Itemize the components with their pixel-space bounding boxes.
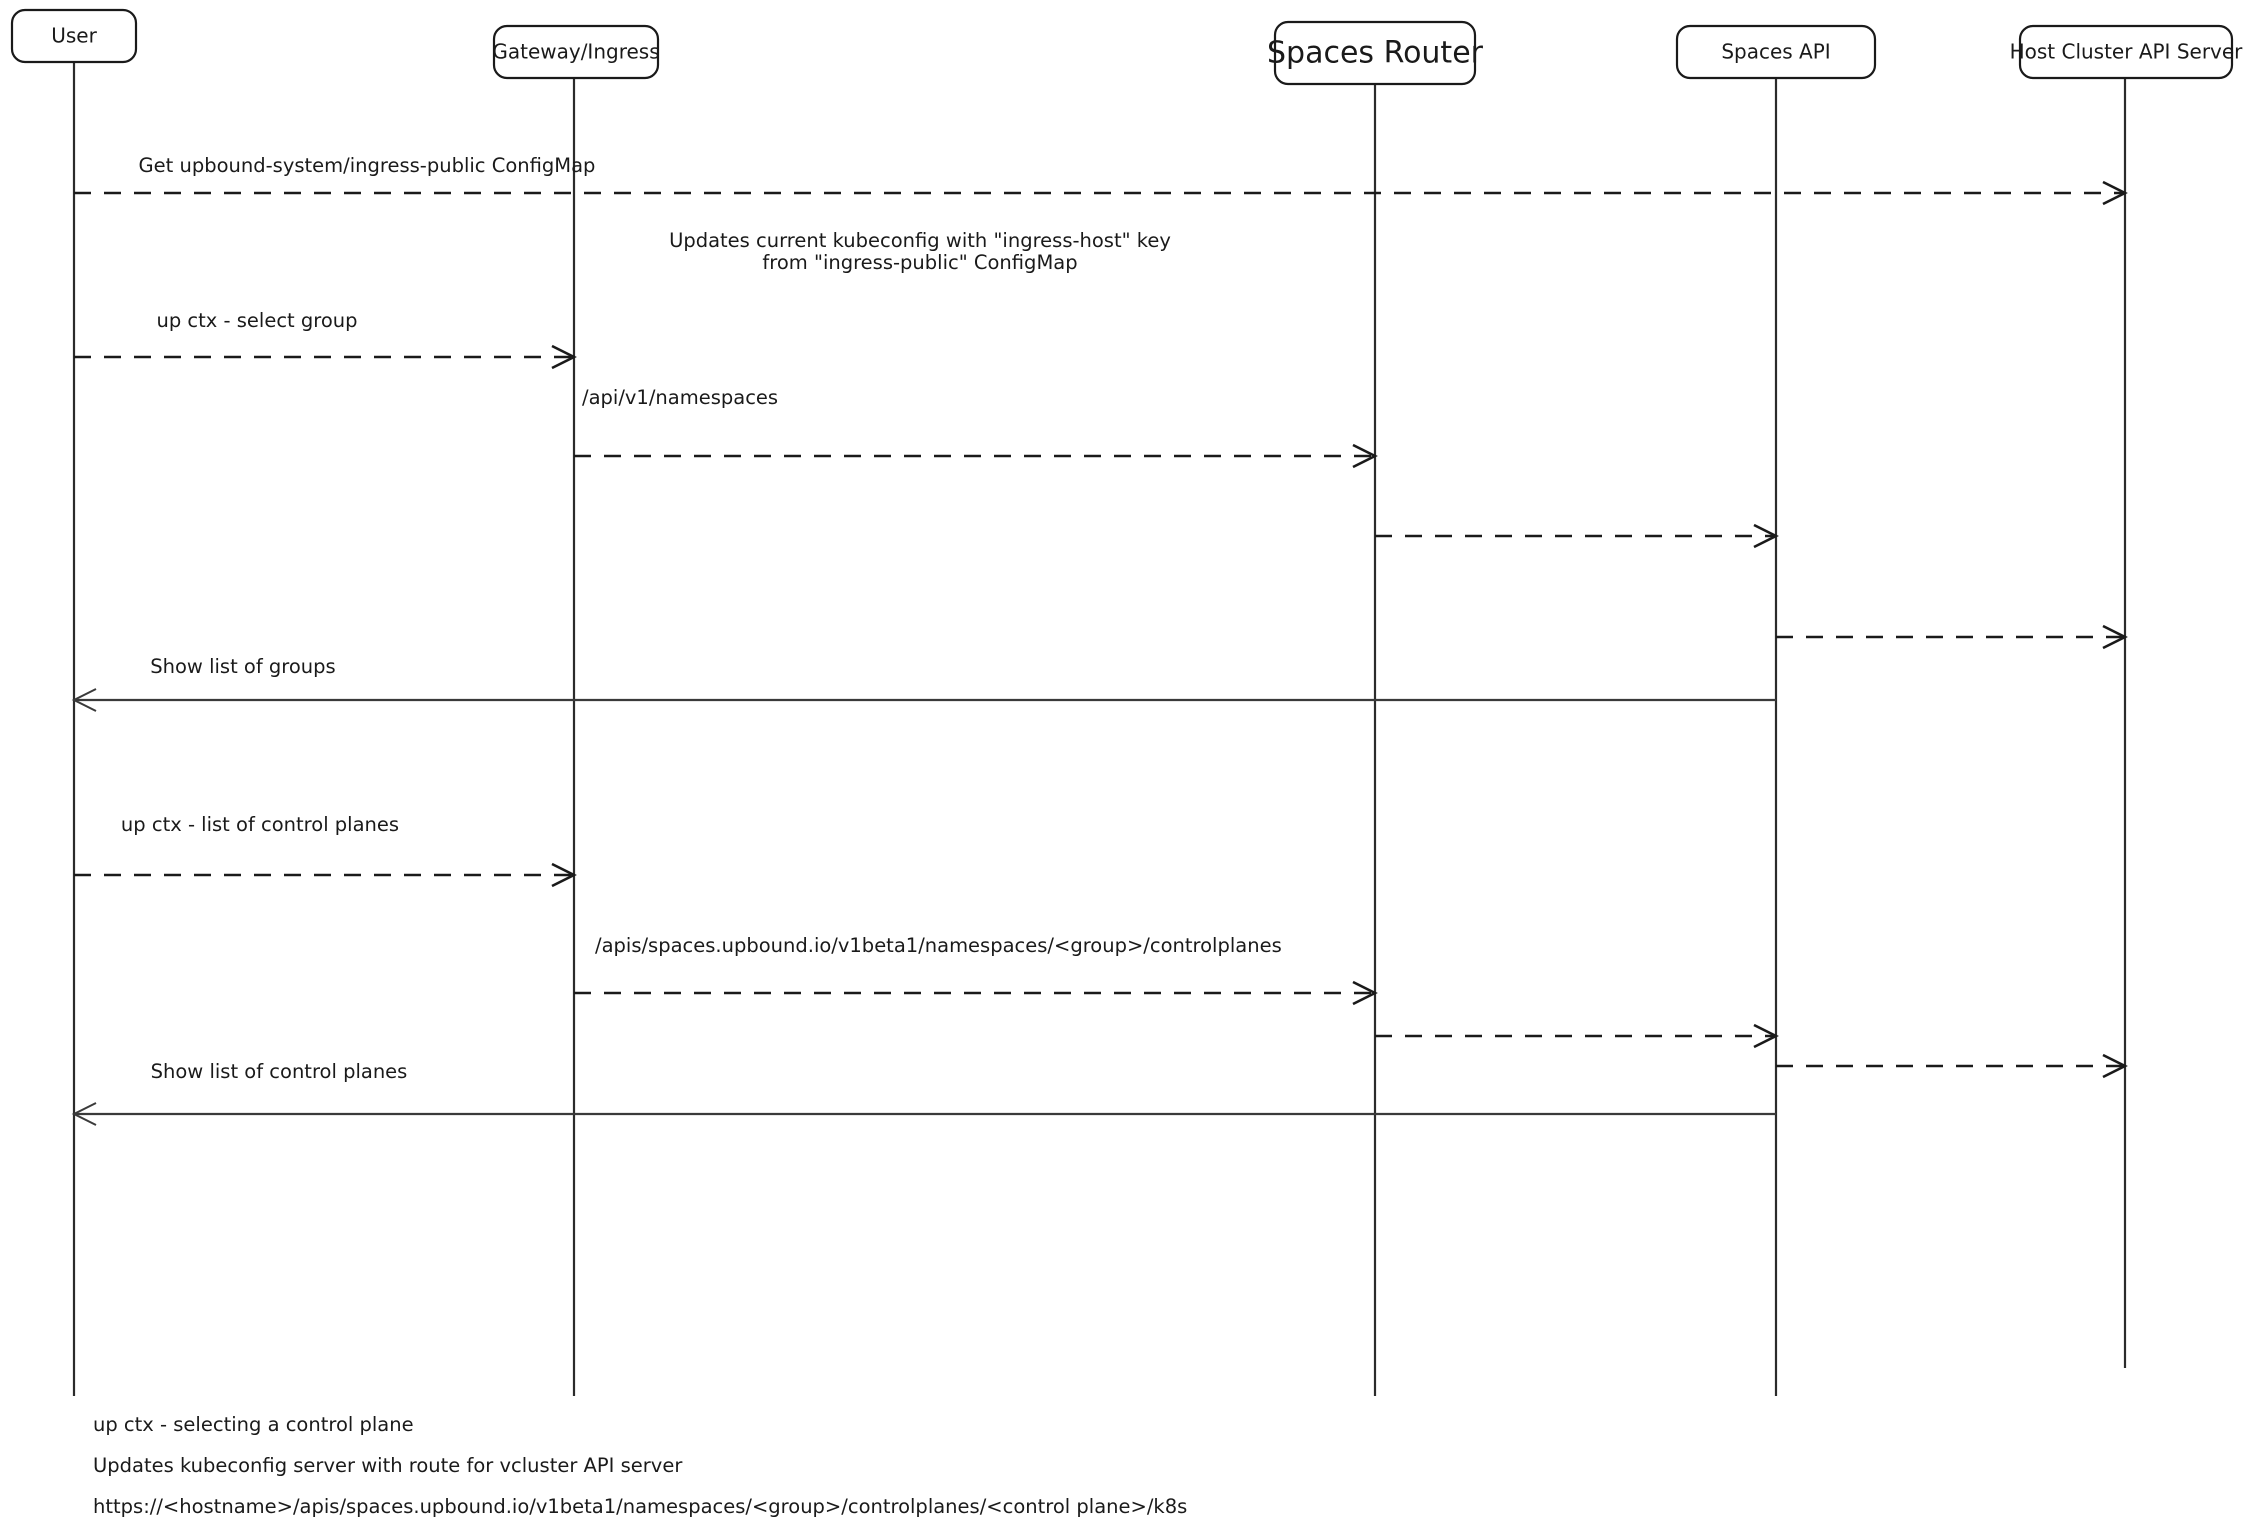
- arrowhead-icon: [2102, 1053, 2128, 1079]
- messages-group: Get upbound-system/ingress-public Config…: [71, 154, 2128, 1126]
- message-msg-spaces-api-to-host-2: [1776, 1053, 2128, 1079]
- actor-box-spaces_api[interactable]: Spaces API: [1675, 24, 1877, 80]
- arrowhead-icon: [71, 1102, 97, 1126]
- arrowhead-icon: [71, 688, 97, 712]
- message-label: /apis/spaces.upbound.io/v1beta1/namespac…: [595, 934, 1282, 957]
- actor-label-host_api: Host Cluster API Server: [2010, 40, 2244, 64]
- message-msg-router-to-spaces-api: [1375, 523, 1779, 549]
- actor-label-router: Spaces Router: [1267, 36, 1484, 71]
- message-msg-api-v1-namespaces: /api/v1/namespaces: [574, 386, 1378, 469]
- arrowhead-icon: [551, 344, 577, 370]
- actor-rect-spaces_api: [1675, 24, 1877, 80]
- message-msg-get-configmap: Get upbound-system/ingress-public Config…: [74, 154, 2128, 206]
- lifelines-group: [72, 62, 2127, 1396]
- message-msg-router-to-spaces-api-2: [1375, 1023, 1779, 1049]
- arrowhead-icon: [2102, 180, 2128, 206]
- actor-box-host_api[interactable]: Host Cluster API Server: [2010, 24, 2244, 80]
- arrowhead-icon: [1352, 443, 1378, 469]
- message-msg-up-ctx-select-group: up ctx - select group: [74, 309, 577, 370]
- footer-note: https://<hostname>/apis/spaces.upbound.i…: [93, 1495, 1187, 1518]
- arrowhead-icon: [1352, 980, 1378, 1006]
- message-label: up ctx - select group: [156, 309, 357, 332]
- footer-notes-group: up ctx - selecting a control planeUpdate…: [93, 1413, 1187, 1518]
- message-note-update-kubeconfig: Updates current kubeconfig with "ingress…: [669, 229, 1171, 274]
- arrowhead-icon: [2102, 624, 2128, 650]
- actor-rect-router: [1273, 20, 1477, 86]
- actor-box-router[interactable]: Spaces Router: [1267, 20, 1484, 86]
- actor-box-user[interactable]: User: [10, 8, 138, 64]
- message-msg-show-list-groups: Show list of groups: [71, 655, 1776, 712]
- message-msg-up-ctx-list-control-planes: up ctx - list of control planes: [74, 813, 577, 888]
- note-line: Updates current kubeconfig with "ingress…: [669, 229, 1171, 252]
- arrowhead-icon: [1753, 523, 1779, 549]
- actor-box-gateway[interactable]: Gateway/Ingress: [492, 24, 660, 80]
- actor-label-user: User: [51, 24, 97, 48]
- actor-rect-gateway: [492, 24, 660, 80]
- message-label: up ctx - list of control planes: [121, 813, 399, 836]
- arrowhead-icon: [551, 862, 577, 888]
- arrowhead-icon: [1753, 1023, 1779, 1049]
- message-label: Get upbound-system/ingress-public Config…: [139, 154, 596, 177]
- message-label: Show list of control planes: [151, 1060, 408, 1083]
- message-label: /api/v1/namespaces: [582, 386, 778, 409]
- note-line: from "ingress-public" ConfigMap: [762, 251, 1077, 274]
- message-msg-show-list-control-planes: Show list of control planes: [71, 1060, 1776, 1126]
- actor-rect-user: [10, 8, 138, 64]
- message-label: Show list of groups: [150, 655, 335, 678]
- message-msg-controlplanes-api: /apis/spaces.upbound.io/v1beta1/namespac…: [574, 934, 1378, 1006]
- footer-note: up ctx - selecting a control plane: [93, 1413, 414, 1436]
- message-msg-spaces-api-to-host: [1776, 624, 2128, 650]
- actor-label-gateway: Gateway/Ingress: [492, 40, 659, 64]
- footer-note: Updates kubeconfig server with route for…: [93, 1454, 683, 1477]
- actor-rect-host_api: [2018, 24, 2234, 80]
- actor-label-spaces_api: Spaces API: [1721, 40, 1830, 64]
